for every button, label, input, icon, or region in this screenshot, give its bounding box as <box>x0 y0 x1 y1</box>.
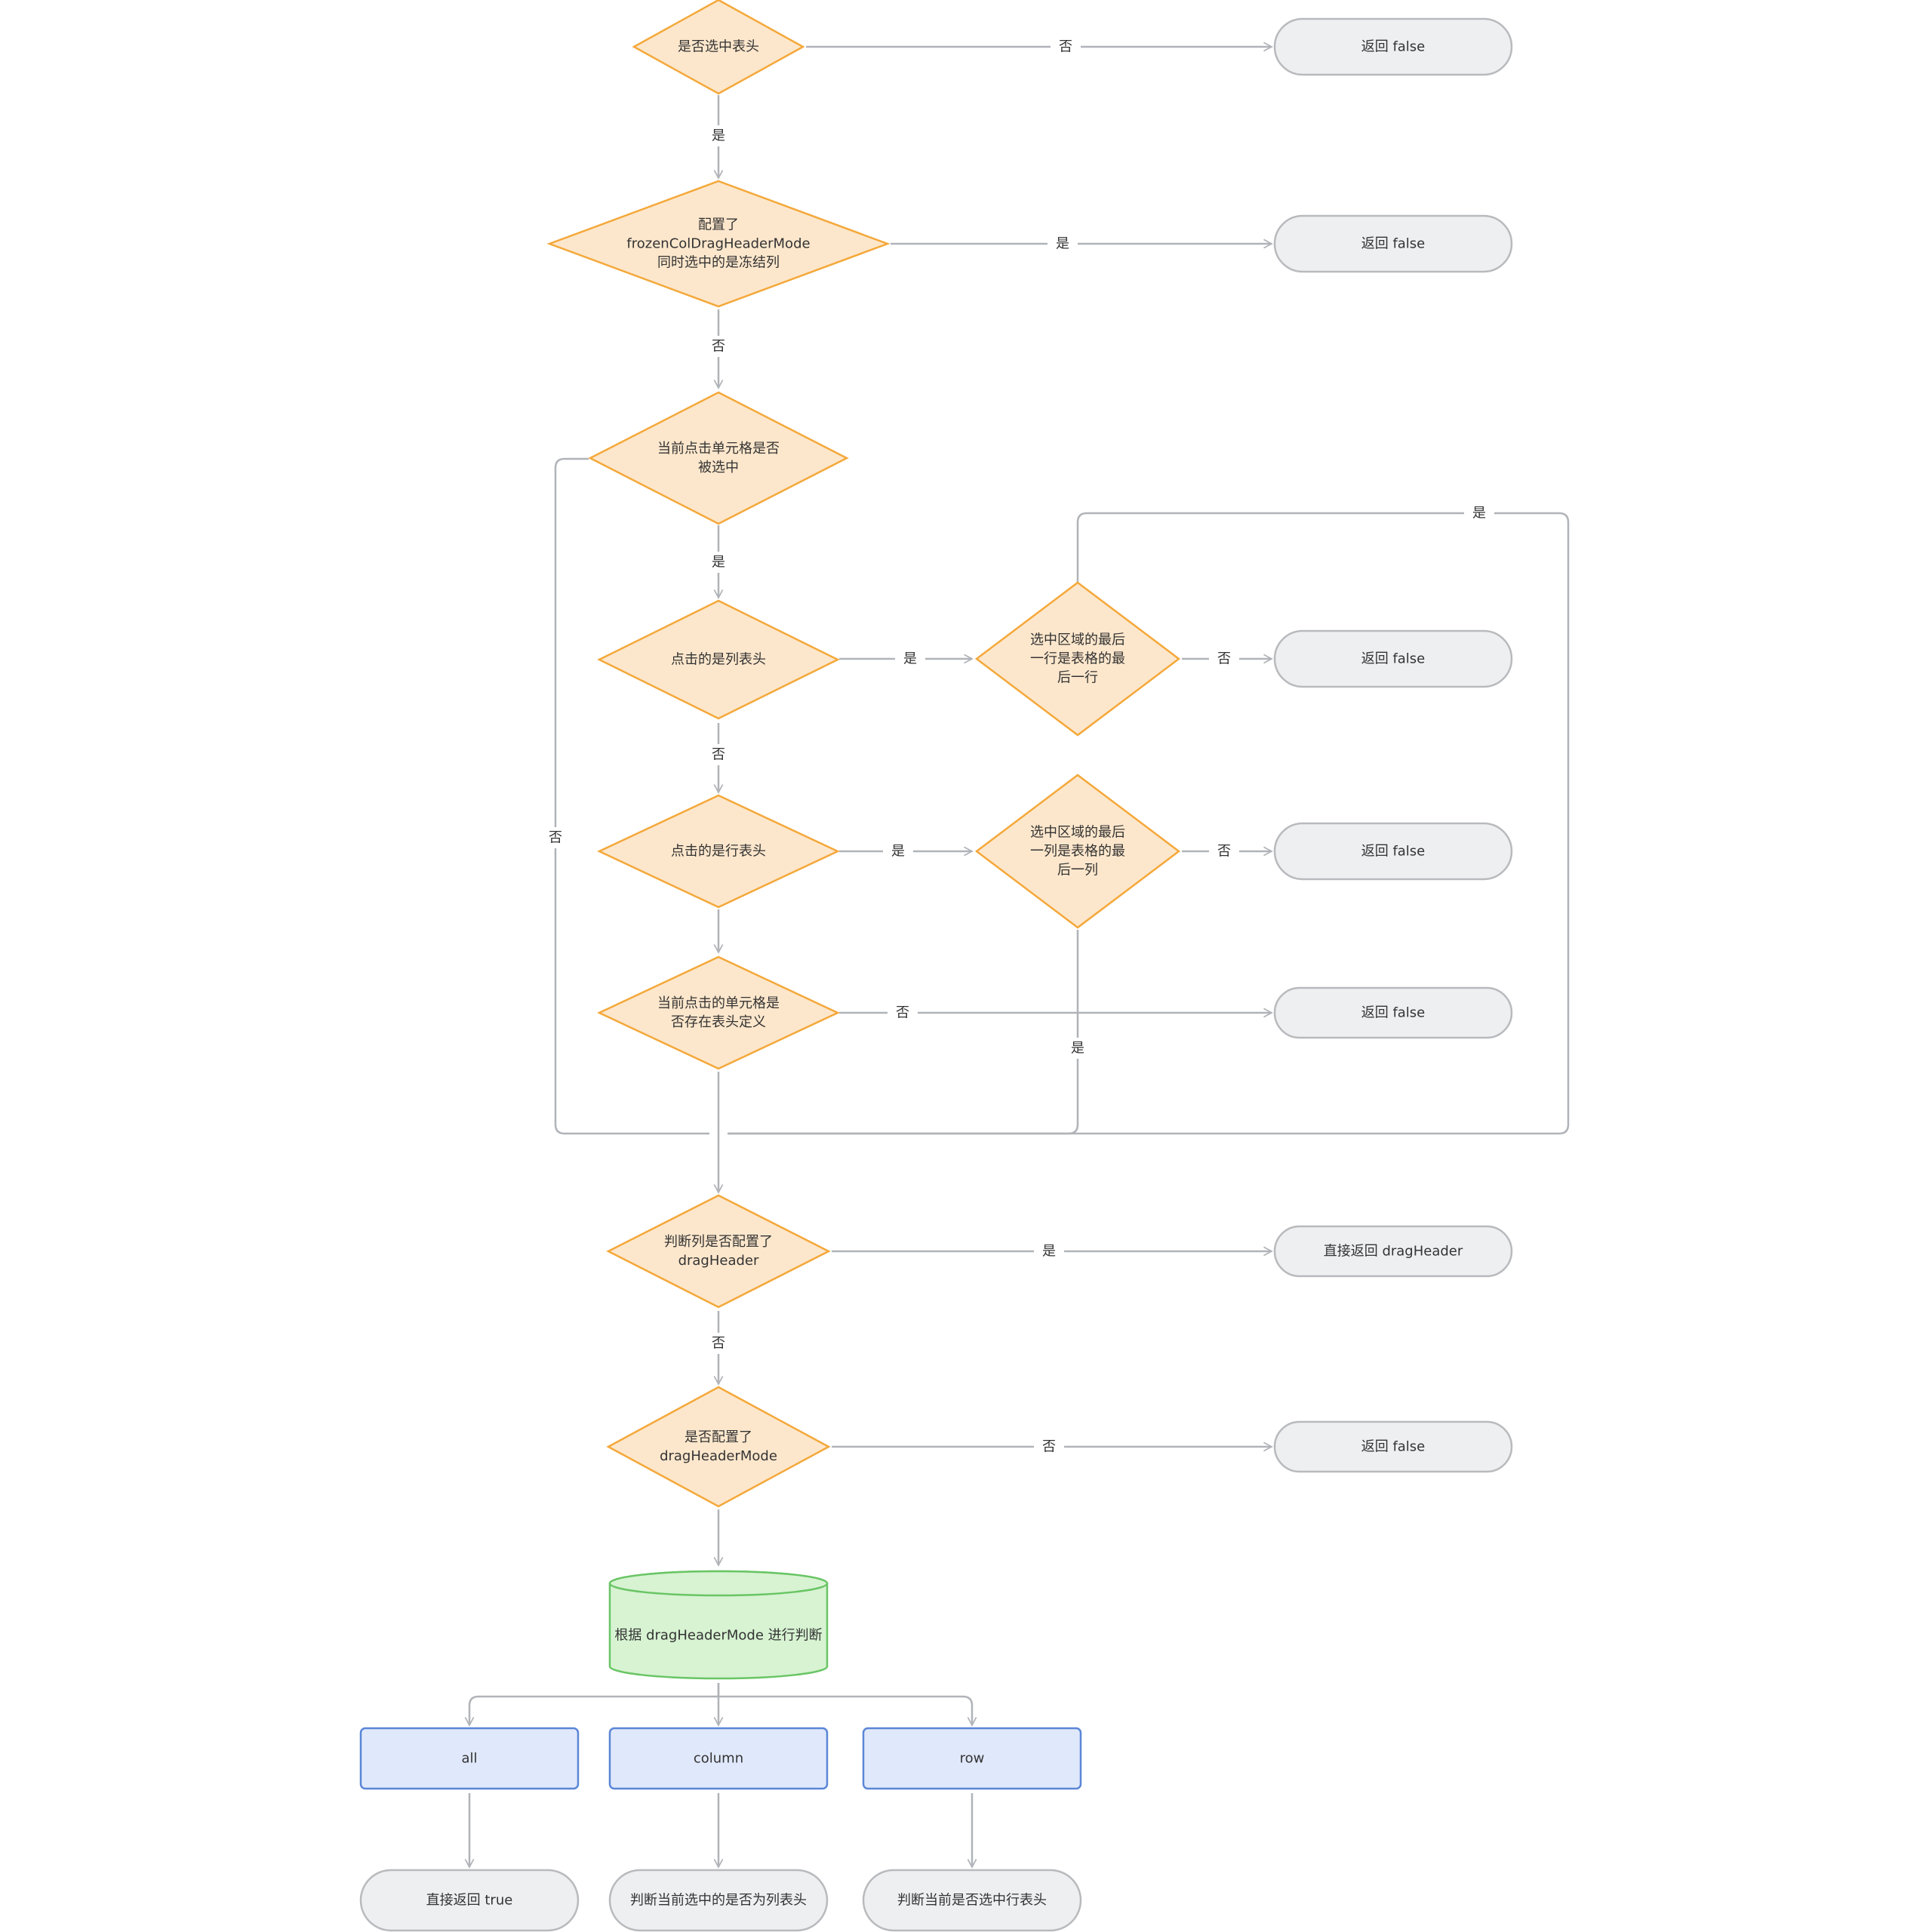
label-line: dragHeaderMode <box>660 1448 777 1464</box>
label-line: 同时选中的是冻结列 <box>657 255 780 271</box>
decision-d2: 配置了 frozenColDragHeaderMode 同时选中的是冻结列 <box>546 180 891 308</box>
database-node: 根据 dragHeaderMode 进行判断 <box>608 1570 829 1680</box>
edge-label-d5-loop: 是 <box>1472 506 1486 521</box>
terminal-t10-label: 判断当前是否选中行表头 <box>897 1893 1047 1909</box>
terminal-t10: 判断当前是否选中行表头 <box>862 1869 1082 1932</box>
decision-d1: 是否选中表头 <box>632 0 805 95</box>
decision-d3-label: 当前点击单元格是否被选中 <box>657 441 780 475</box>
decision-d1-label: 是否选中表头 <box>678 39 759 55</box>
edge-label-d10-t7: 否 <box>1042 1439 1056 1455</box>
edge-d5-loop <box>728 512 1570 1135</box>
terminal-t4-label: 返回 false <box>1361 844 1426 860</box>
terminal-t9: 判断当前选中的是否为列表头 <box>608 1869 829 1932</box>
label-line: 当前点击的单元格是 <box>657 995 780 1011</box>
decision-d4: 点击的是列表头 <box>597 599 840 720</box>
label-line: 点击的是行表头 <box>671 844 766 860</box>
process-all: all <box>359 1727 580 1790</box>
decision-d7: 选中区域的最后一列是表格的最后一列 <box>974 774 1181 929</box>
edge-label-d1-t1: 否 <box>1059 39 1072 55</box>
terminals: 返回 false 返回 false 返回 false 返回 false 返回 f… <box>359 17 1513 1932</box>
terminal-t4: 返回 false <box>1273 822 1513 881</box>
terminal-t3-label: 返回 false <box>1361 651 1426 667</box>
terminal-t3: 返回 false <box>1273 629 1513 688</box>
edge-label-d1-d2: 是 <box>712 128 725 144</box>
label-line: 是否配置了 <box>685 1429 752 1445</box>
edge-label-d4-d6: 否 <box>712 747 725 763</box>
process-row: row <box>862 1727 1082 1790</box>
label-line: 点击的是列表头 <box>671 652 766 668</box>
decision-d6: 点击的是行表头 <box>597 794 840 909</box>
terminal-t2: 返回 false <box>1273 214 1513 273</box>
terminal-t5-label: 返回 false <box>1361 1005 1426 1021</box>
label-line: dragHeader <box>678 1253 759 1269</box>
terminal-t6: 直接返回 dragHeader <box>1273 1225 1513 1278</box>
edge-db-p1 <box>464 1683 720 1727</box>
label-line: 选中区域的最后 <box>1030 632 1125 648</box>
edge-label-d2-d3: 否 <box>712 339 725 355</box>
terminal-t5: 返回 false <box>1273 986 1513 1039</box>
decision-d8-label: 当前点击的单元格是否存在表头定义 <box>657 995 780 1030</box>
terminal-t8: 直接返回 true <box>359 1869 580 1932</box>
terminal-t7: 返回 false <box>1273 1420 1513 1473</box>
edge-label-d6-d7: 是 <box>891 844 905 860</box>
decision-d5-label: 选中区域的最后一行是表格的最后一行 <box>1030 632 1125 686</box>
decision-d5: 选中区域的最后一行是表格的最后一行 <box>974 581 1181 737</box>
edge-label-d3-d4: 是 <box>712 555 725 571</box>
label-line: 一列是表格的最 <box>1030 844 1125 860</box>
decisions: 是否选中表头 配置了 frozenColDragHeaderMode 同时选中的是冻… <box>546 0 1181 1508</box>
edge-label-d8-t5: 否 <box>896 1005 909 1021</box>
process-column: column <box>608 1727 829 1790</box>
process-row-label: row <box>960 1751 985 1767</box>
edge-label-d2-t2: 是 <box>1056 236 1069 252</box>
label-line: 是否选中表头 <box>678 39 759 55</box>
edge-d3-merge <box>554 457 709 1135</box>
label-line: 判断列是否配置了 <box>664 1234 773 1250</box>
label-line: 配置了 <box>698 217 739 233</box>
edge-label-d9-t6: 是 <box>1042 1244 1056 1260</box>
decision-d9: 判断列是否配置了 dragHeader <box>606 1194 831 1309</box>
terminal-t9-label: 判断当前选中的是否为列表头 <box>630 1893 807 1909</box>
decision-d2-label: 配置了 frozenColDragHeaderMode 同时选中的是冻结列 <box>626 217 810 271</box>
edge-label-d4-d5: 是 <box>903 651 917 667</box>
edge-label-d9-d10: 否 <box>712 1336 725 1352</box>
label-line: 后一行 <box>1057 670 1098 686</box>
label-line: 选中区域的最后 <box>1030 825 1125 841</box>
terminal-t1-label: 返回 false <box>1361 39 1426 55</box>
decision-d10: 是否配置了 dragHeaderMode <box>606 1386 831 1508</box>
terminal-t1: 返回 false <box>1273 17 1513 76</box>
database-label: 根据 dragHeaderMode 进行判断 <box>614 1628 822 1644</box>
label-line: 被选中 <box>698 460 739 475</box>
edge-db-p3 <box>718 1695 977 1727</box>
terminal-t2-label: 返回 false <box>1361 236 1426 252</box>
edge-label-d5-t3: 否 <box>1217 651 1231 667</box>
label-line: 当前点击单元格是否 <box>657 441 780 457</box>
processes: all column row <box>359 1727 1082 1790</box>
terminal-t7-label: 返回 false <box>1361 1439 1426 1455</box>
decision-d7-label: 选中区域的最后一列是表格的最后一列 <box>1030 825 1125 878</box>
process-all-label: all <box>461 1751 477 1767</box>
terminal-t6-label: 直接返回 dragHeader <box>1324 1244 1463 1260</box>
decision-d10-label: 是否配置了 dragHeaderMode <box>660 1429 777 1464</box>
terminal-t8-label: 直接返回 true <box>426 1893 513 1909</box>
label-line: 否存在表头定义 <box>671 1014 766 1030</box>
decision-d6-label: 点击的是行表头 <box>671 844 766 860</box>
edge-label-d3-merge: 否 <box>549 830 562 846</box>
decision-d8: 当前点击的单元格是否存在表头定义 <box>597 955 840 1070</box>
decision-d4-label: 点击的是列表头 <box>671 652 766 668</box>
edge-d7-merge <box>728 930 1079 1135</box>
label-line: 后一列 <box>1057 863 1098 878</box>
decision-d9-label: 判断列是否配置了 dragHeader <box>664 1234 773 1269</box>
decision-d3: 当前点击单元格是否被选中 <box>588 391 849 525</box>
edge-label-d7-t4: 否 <box>1217 844 1231 860</box>
label-line: 一行是表格的最 <box>1030 651 1125 667</box>
process-column-label: column <box>694 1751 743 1767</box>
edge-label-d7-merge: 是 <box>1071 1041 1084 1057</box>
label-line: frozenColDragHeaderMode <box>626 236 810 252</box>
edge-labels: 否 是 是 否 是 否 是 否 否 是 是 否 是 否 是 否 否 <box>540 36 1494 1457</box>
